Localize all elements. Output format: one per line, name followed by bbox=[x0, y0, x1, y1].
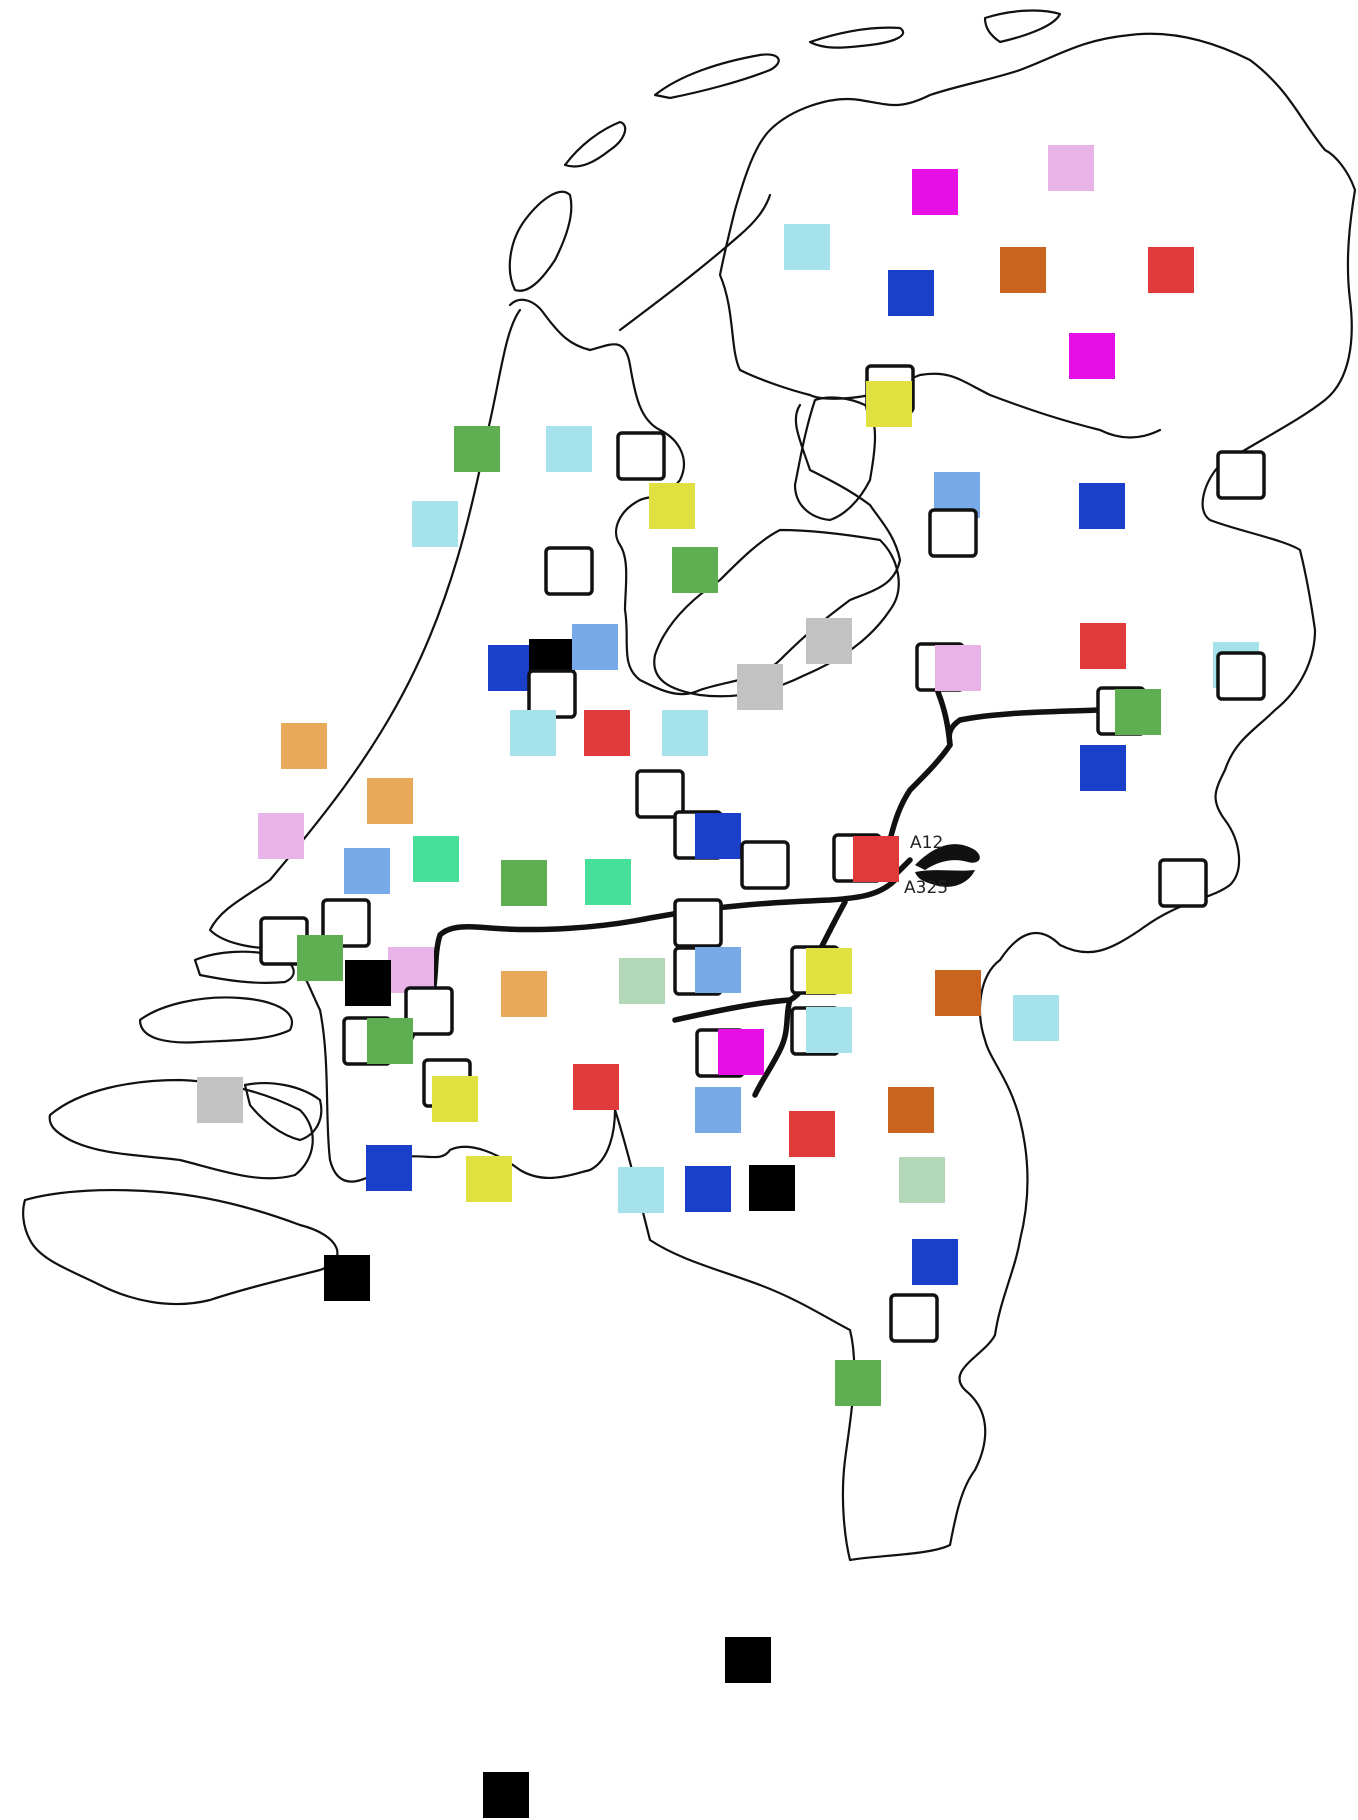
black-square-marker bbox=[483, 1772, 529, 1818]
orange-dark-square-marker bbox=[888, 1087, 934, 1133]
pink-square-marker bbox=[388, 947, 434, 993]
light-blue-square-marker bbox=[695, 947, 741, 993]
outline-square-marker bbox=[673, 898, 723, 948]
island-goeree bbox=[138, 996, 293, 1044]
blue-square-marker bbox=[1079, 483, 1125, 529]
orange-light-square-marker bbox=[367, 778, 413, 824]
cyan-square-marker bbox=[806, 1007, 852, 1053]
blue-square-marker bbox=[1080, 745, 1126, 791]
road-south-spur bbox=[752, 997, 793, 1098]
red-square-marker bbox=[789, 1111, 835, 1157]
outline-square-marker bbox=[635, 769, 685, 819]
cyan-square-marker bbox=[784, 224, 830, 270]
gray-square-marker bbox=[197, 1077, 243, 1123]
blue-square-marker bbox=[888, 270, 934, 316]
black-square-marker bbox=[749, 1165, 795, 1211]
island-schiermonnikoog bbox=[983, 9, 1062, 44]
black-square-marker bbox=[345, 960, 391, 1006]
orange-light-square-marker bbox=[501, 971, 547, 1017]
light-blue-square-marker bbox=[695, 1087, 741, 1133]
light-blue-square-marker bbox=[344, 848, 390, 894]
green-square-marker bbox=[835, 1360, 881, 1406]
green-square-marker bbox=[1115, 689, 1161, 735]
cyan-square-marker bbox=[546, 426, 592, 472]
yellow-square-marker bbox=[866, 381, 912, 427]
sage-square-marker bbox=[619, 958, 665, 1004]
red-square-marker bbox=[853, 836, 899, 882]
green-square-marker bbox=[454, 426, 500, 472]
pink-square-marker bbox=[935, 645, 981, 691]
island-terschelling bbox=[653, 53, 780, 100]
green-square-marker bbox=[672, 547, 718, 593]
outline-square-marker bbox=[1216, 651, 1266, 701]
interchange-shape-lower bbox=[915, 870, 975, 887]
interchange-shape-upper bbox=[915, 844, 980, 870]
red-square-marker bbox=[1148, 247, 1194, 293]
cyan-square-marker bbox=[1013, 995, 1059, 1041]
orange-light-square-marker bbox=[281, 723, 327, 769]
green-square-marker bbox=[501, 860, 547, 906]
yellow-square-marker bbox=[466, 1156, 512, 1202]
cyan-square-marker bbox=[662, 710, 708, 756]
outline-square-marker bbox=[740, 840, 790, 890]
magenta-square-marker bbox=[718, 1029, 764, 1075]
blue-square-marker bbox=[912, 1239, 958, 1285]
interchange-icon bbox=[915, 844, 980, 887]
sage-square-marker bbox=[899, 1157, 945, 1203]
road-north-branch bbox=[935, 689, 953, 748]
outline-square-marker bbox=[889, 1293, 939, 1343]
outline-square-marker bbox=[321, 898, 371, 948]
blue-square-marker bbox=[695, 813, 741, 859]
blue-square-marker bbox=[488, 645, 534, 691]
island-texel bbox=[508, 190, 573, 292]
cyan-square-marker bbox=[618, 1167, 664, 1213]
blue-square-marker bbox=[685, 1166, 731, 1212]
yellow-square-marker bbox=[806, 948, 852, 994]
island-ameland bbox=[808, 26, 905, 49]
island-schouwen bbox=[48, 1078, 314, 1180]
markers-layer bbox=[197, 145, 1266, 1818]
light-blue-square-marker bbox=[572, 624, 618, 670]
road-label-a325: A325 bbox=[904, 878, 948, 898]
outline-square-marker bbox=[616, 431, 666, 481]
delta-channel-2 bbox=[243, 1082, 323, 1142]
outline-square-marker bbox=[404, 986, 454, 1036]
yellow-square-marker bbox=[649, 483, 695, 529]
magenta-square-marker bbox=[1069, 333, 1115, 379]
pink-square-marker bbox=[1048, 145, 1094, 191]
cyan-square-marker bbox=[510, 710, 556, 756]
road-east-branch bbox=[887, 707, 1101, 843]
red-square-marker bbox=[584, 710, 630, 756]
red-square-marker bbox=[1080, 623, 1126, 669]
road-label-a12: A12 bbox=[910, 833, 943, 853]
cyan-square-marker bbox=[412, 501, 458, 547]
green-square-marker bbox=[297, 935, 343, 981]
coastline bbox=[22, 9, 1357, 1562]
blue-square-marker bbox=[366, 1145, 412, 1191]
delta-channel-1 bbox=[193, 950, 295, 985]
island-vlieland bbox=[563, 120, 627, 168]
coast-north-holland bbox=[508, 298, 902, 696]
green-square-marker bbox=[367, 1018, 413, 1064]
red-square-marker bbox=[573, 1064, 619, 1110]
coast-ijsselmeer bbox=[618, 193, 772, 332]
outline-square-marker bbox=[1216, 450, 1266, 500]
gray-square-marker bbox=[806, 618, 852, 664]
noordoostpolder bbox=[793, 396, 877, 522]
mint-square-marker bbox=[413, 836, 459, 882]
black-square-marker bbox=[725, 1637, 771, 1683]
yellow-square-marker bbox=[432, 1076, 478, 1122]
island-walcheren bbox=[22, 1188, 339, 1306]
outline-square-marker bbox=[1158, 858, 1208, 908]
gray-square-marker bbox=[737, 664, 783, 710]
pink-square-marker bbox=[258, 813, 304, 859]
outline-square-marker bbox=[544, 546, 594, 596]
orange-dark-square-marker bbox=[935, 970, 981, 1016]
magenta-square-marker bbox=[912, 169, 958, 215]
black-square-marker bbox=[324, 1255, 370, 1301]
orange-dark-square-marker bbox=[1000, 247, 1046, 293]
mint-square-marker bbox=[585, 859, 631, 905]
outline-square-marker bbox=[928, 508, 978, 558]
